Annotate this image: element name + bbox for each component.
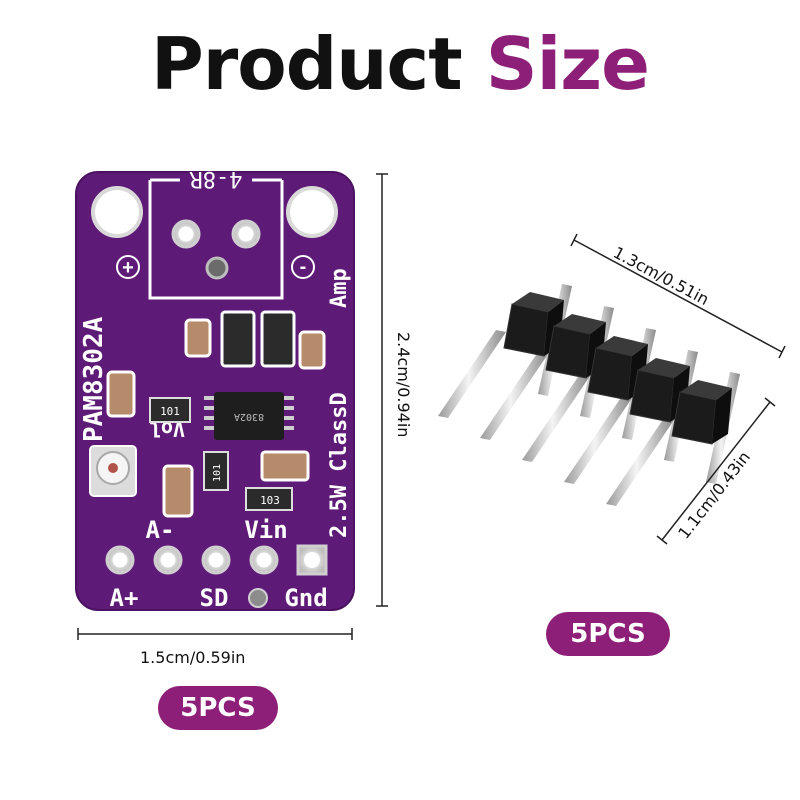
amplifier-chip (214, 392, 284, 440)
pin-hole-vin (249, 545, 279, 575)
mount-hole-right (286, 186, 338, 238)
chip-legs (204, 396, 294, 430)
header-quantity-badge: 5PCS (546, 612, 670, 656)
pin-hole-a-minus (153, 545, 183, 575)
resistor-103 (245, 487, 293, 511)
capacitor-right (260, 450, 310, 482)
capacitor-mid (162, 464, 194, 518)
pin-label-sd: SD (200, 584, 229, 612)
pin-hole-a-plus (105, 545, 135, 575)
resistor-101b (203, 451, 229, 491)
resistor-101a (149, 397, 191, 423)
chip-code: 8302A (234, 411, 264, 422)
class-label: 2.5W ClassD (327, 392, 352, 538)
pin-hole-gnd (296, 544, 328, 576)
board-height-dimension (376, 173, 388, 607)
headline: Product Size (0, 28, 800, 100)
resistor-101a-label: 101 (160, 405, 180, 418)
via-hole-bottom (248, 588, 268, 608)
plus-mark: + (122, 257, 134, 279)
volume-potentiometer (89, 445, 137, 497)
board-width-dimension (77, 628, 353, 640)
speaker-pad-minus (231, 219, 261, 249)
pin-header (438, 284, 740, 506)
pin-label-gnd: Gnd (284, 584, 327, 612)
header-plastic-housing (503, 292, 732, 445)
capacitor-left (106, 370, 136, 418)
header-length-label: 1.3cm/0.51in (610, 243, 712, 309)
speaker-label: 4-8R (189, 166, 243, 191)
pin-hole-sd (201, 545, 231, 575)
minus-mark: - (300, 256, 307, 278)
amp-label: Amp (327, 268, 352, 308)
resistor-101b-label: 101 (212, 464, 223, 482)
pin-label-a-minus: A- (146, 516, 175, 544)
via-hole (205, 256, 229, 280)
pcb-board: 4-8R + - PAM8302A Amp 2.5W ClassD Vol 10… (75, 166, 355, 612)
headline-word-size: Size (485, 22, 650, 106)
header-pins-front (438, 330, 674, 506)
pin-label-vin: Vin (244, 516, 287, 544)
board-width-label: 1.5cm/0.59in (140, 648, 246, 667)
model-label: PAM8302A (79, 316, 109, 442)
header-height-dimension (656, 397, 776, 545)
resistor-103-label: 103 (260, 494, 280, 507)
headline-word-product: Product (151, 22, 463, 106)
speaker-pad-plus (171, 219, 201, 249)
board-quantity-badge: 5PCS (158, 686, 278, 730)
header-length-dimension (570, 233, 786, 359)
capacitor-row-top (184, 310, 326, 370)
board-height-label: 2.4cm/0.94in (394, 332, 413, 437)
mount-hole-left (91, 186, 143, 238)
pin-label-a-plus: A+ (110, 584, 139, 612)
